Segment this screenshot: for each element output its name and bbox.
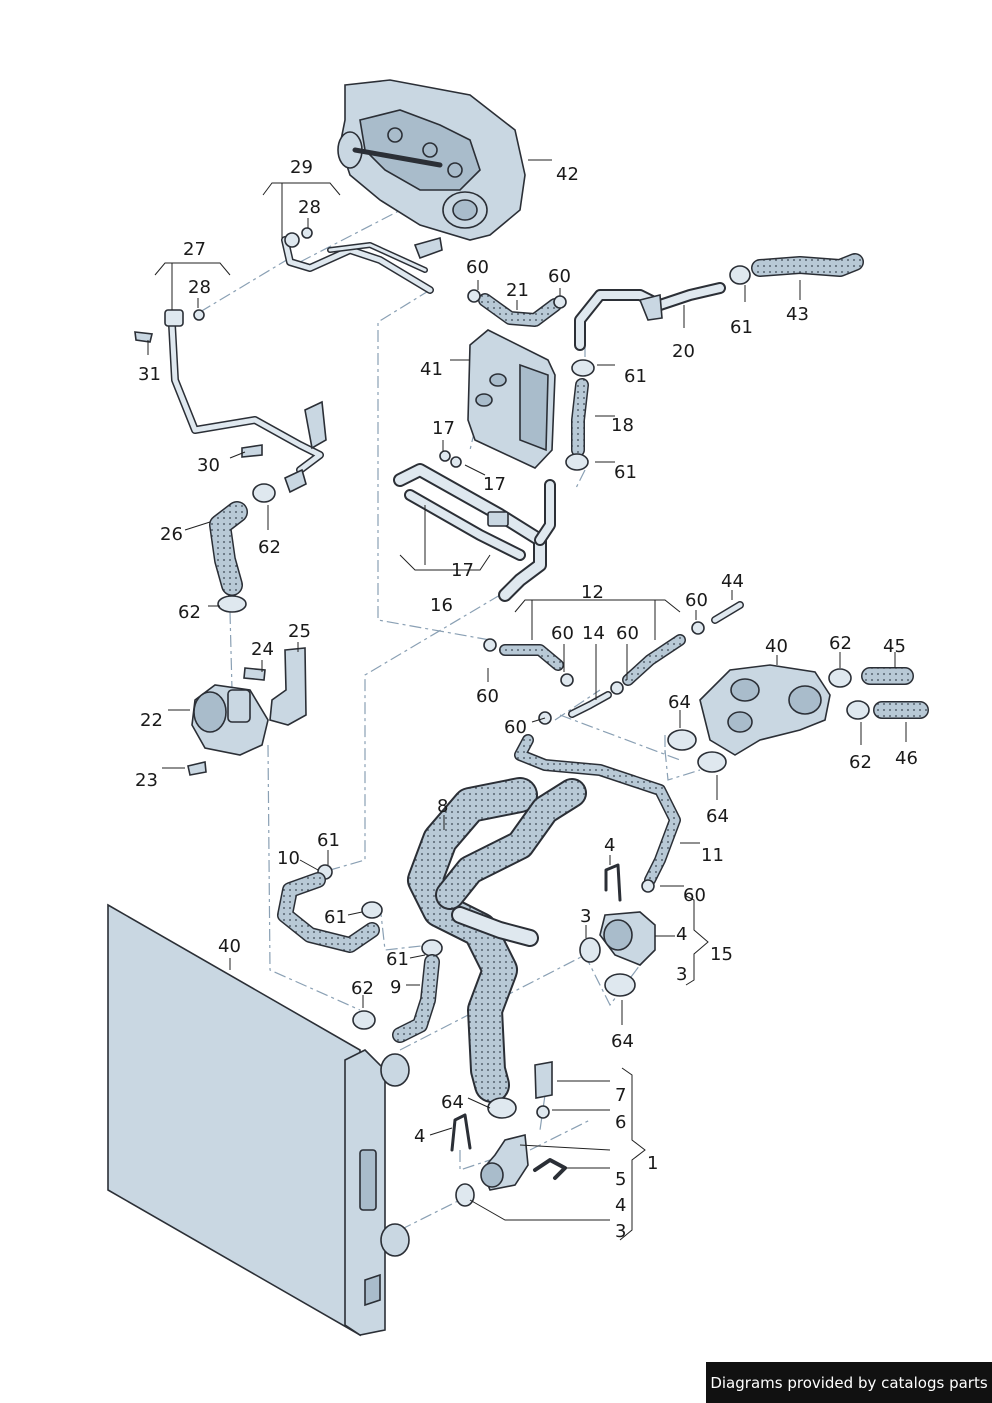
leader-lines — [147, 159, 907, 1241]
callout-42: 42 — [556, 164, 579, 185]
callout-17: 17 — [483, 474, 506, 495]
callout-60: 60 — [466, 257, 489, 278]
callout-44: 44 — [721, 571, 744, 592]
callout-60: 60 — [685, 590, 708, 611]
callout-61: 61 — [386, 949, 409, 970]
callout-26: 26 — [160, 524, 183, 545]
callout-9: 9 — [390, 977, 401, 998]
callout-64: 64 — [441, 1092, 464, 1113]
callout-4: 4 — [615, 1195, 626, 1216]
callout-16: 16 — [430, 595, 453, 616]
callout-61: 61 — [324, 907, 347, 928]
callout-64: 64 — [611, 1031, 634, 1052]
callout-60: 60 — [476, 686, 499, 707]
callout-22: 22 — [140, 710, 163, 731]
callout-60: 60 — [551, 623, 574, 644]
callout-41: 41 — [420, 359, 443, 380]
callout-62: 62 — [829, 633, 852, 654]
callout-14: 14 — [582, 623, 605, 644]
callout-31: 31 — [138, 364, 161, 385]
callout-28: 28 — [298, 197, 321, 218]
callout-10: 10 — [277, 848, 300, 869]
callout-29: 29 — [290, 157, 313, 178]
callout-45: 45 — [883, 636, 906, 657]
callout-11: 11 — [701, 845, 724, 866]
callout-61: 61 — [730, 317, 753, 338]
callout-40: 40 — [765, 636, 788, 657]
callout-25: 25 — [288, 621, 311, 642]
callout-21: 21 — [506, 280, 529, 301]
callout-40: 40 — [218, 936, 241, 957]
coolant-pipe-20 — [574, 265, 751, 351]
exhaust-manifold — [337, 79, 526, 241]
callout-46: 46 — [895, 748, 918, 769]
callout-3: 3 — [615, 1221, 626, 1242]
callout-24: 24 — [251, 639, 274, 660]
watermark-banner: Diagrams provided by catalogs parts — [706, 1362, 992, 1403]
coolant-flange — [667, 664, 929, 773]
coolant-hose-8 — [407, 777, 587, 1103]
coolant-pipe-upper — [281, 227, 443, 294]
callout-4: 4 — [676, 924, 687, 945]
coolant-hose-10 — [277, 864, 383, 953]
callout-60: 60 — [683, 885, 706, 906]
callout-27: 27 — [183, 239, 206, 260]
callout-8: 8 — [437, 796, 448, 817]
callout-60: 60 — [504, 717, 527, 738]
callout-12: 12 — [581, 582, 604, 603]
callout-17: 17 — [451, 560, 474, 581]
callout-18: 18 — [611, 415, 634, 436]
callout-4: 4 — [604, 835, 615, 856]
callout-30: 30 — [197, 455, 220, 476]
callout-60: 60 — [548, 266, 571, 287]
callout-61: 61 — [614, 462, 637, 483]
callout-62: 62 — [258, 537, 281, 558]
callout-17: 17 — [432, 418, 455, 439]
callout-20: 20 — [672, 341, 695, 362]
coolant-hose-43 — [751, 253, 864, 277]
coolant-hose-26 — [209, 483, 276, 613]
callout-61: 61 — [624, 366, 647, 387]
callout-labels: 42 29 28 27 28 31 60 21 60 43 61 20 41 6… — [135, 157, 918, 1242]
coolant-hose-21 — [467, 289, 567, 327]
callout-64: 64 — [668, 692, 691, 713]
callout-62: 62 — [178, 602, 201, 623]
callout-43: 43 — [786, 304, 809, 325]
coolant-pipe-left — [134, 309, 327, 494]
callout-62: 62 — [351, 978, 374, 999]
callout-60: 60 — [616, 623, 639, 644]
callout-5: 5 — [615, 1169, 626, 1190]
callout-28: 28 — [188, 277, 211, 298]
callout-1: 1 — [647, 1153, 658, 1174]
callout-23: 23 — [135, 770, 158, 791]
oil-cooler — [439, 329, 556, 469]
radiator — [107, 903, 410, 1337]
auxiliary-pump — [187, 647, 307, 776]
coolant-hose-18 — [565, 359, 595, 471]
coolant-hose-9 — [352, 939, 443, 1043]
callout-61: 61 — [317, 830, 340, 851]
coolant-hose-12 — [483, 601, 744, 725]
callout-64: 64 — [706, 806, 729, 827]
callout-3: 3 — [676, 964, 687, 985]
callout-7: 7 — [615, 1085, 626, 1106]
callout-6: 6 — [615, 1112, 626, 1133]
hose-connector-1 — [450, 1061, 567, 1207]
oil-cooler-pipe — [393, 463, 556, 602]
callout-4: 4 — [414, 1126, 425, 1147]
callout-62: 62 — [849, 752, 872, 773]
coolant-hose-11 — [514, 734, 681, 893]
callout-15: 15 — [710, 944, 733, 965]
hose-connector-15 — [579, 863, 656, 997]
callout-3: 3 — [580, 906, 591, 927]
